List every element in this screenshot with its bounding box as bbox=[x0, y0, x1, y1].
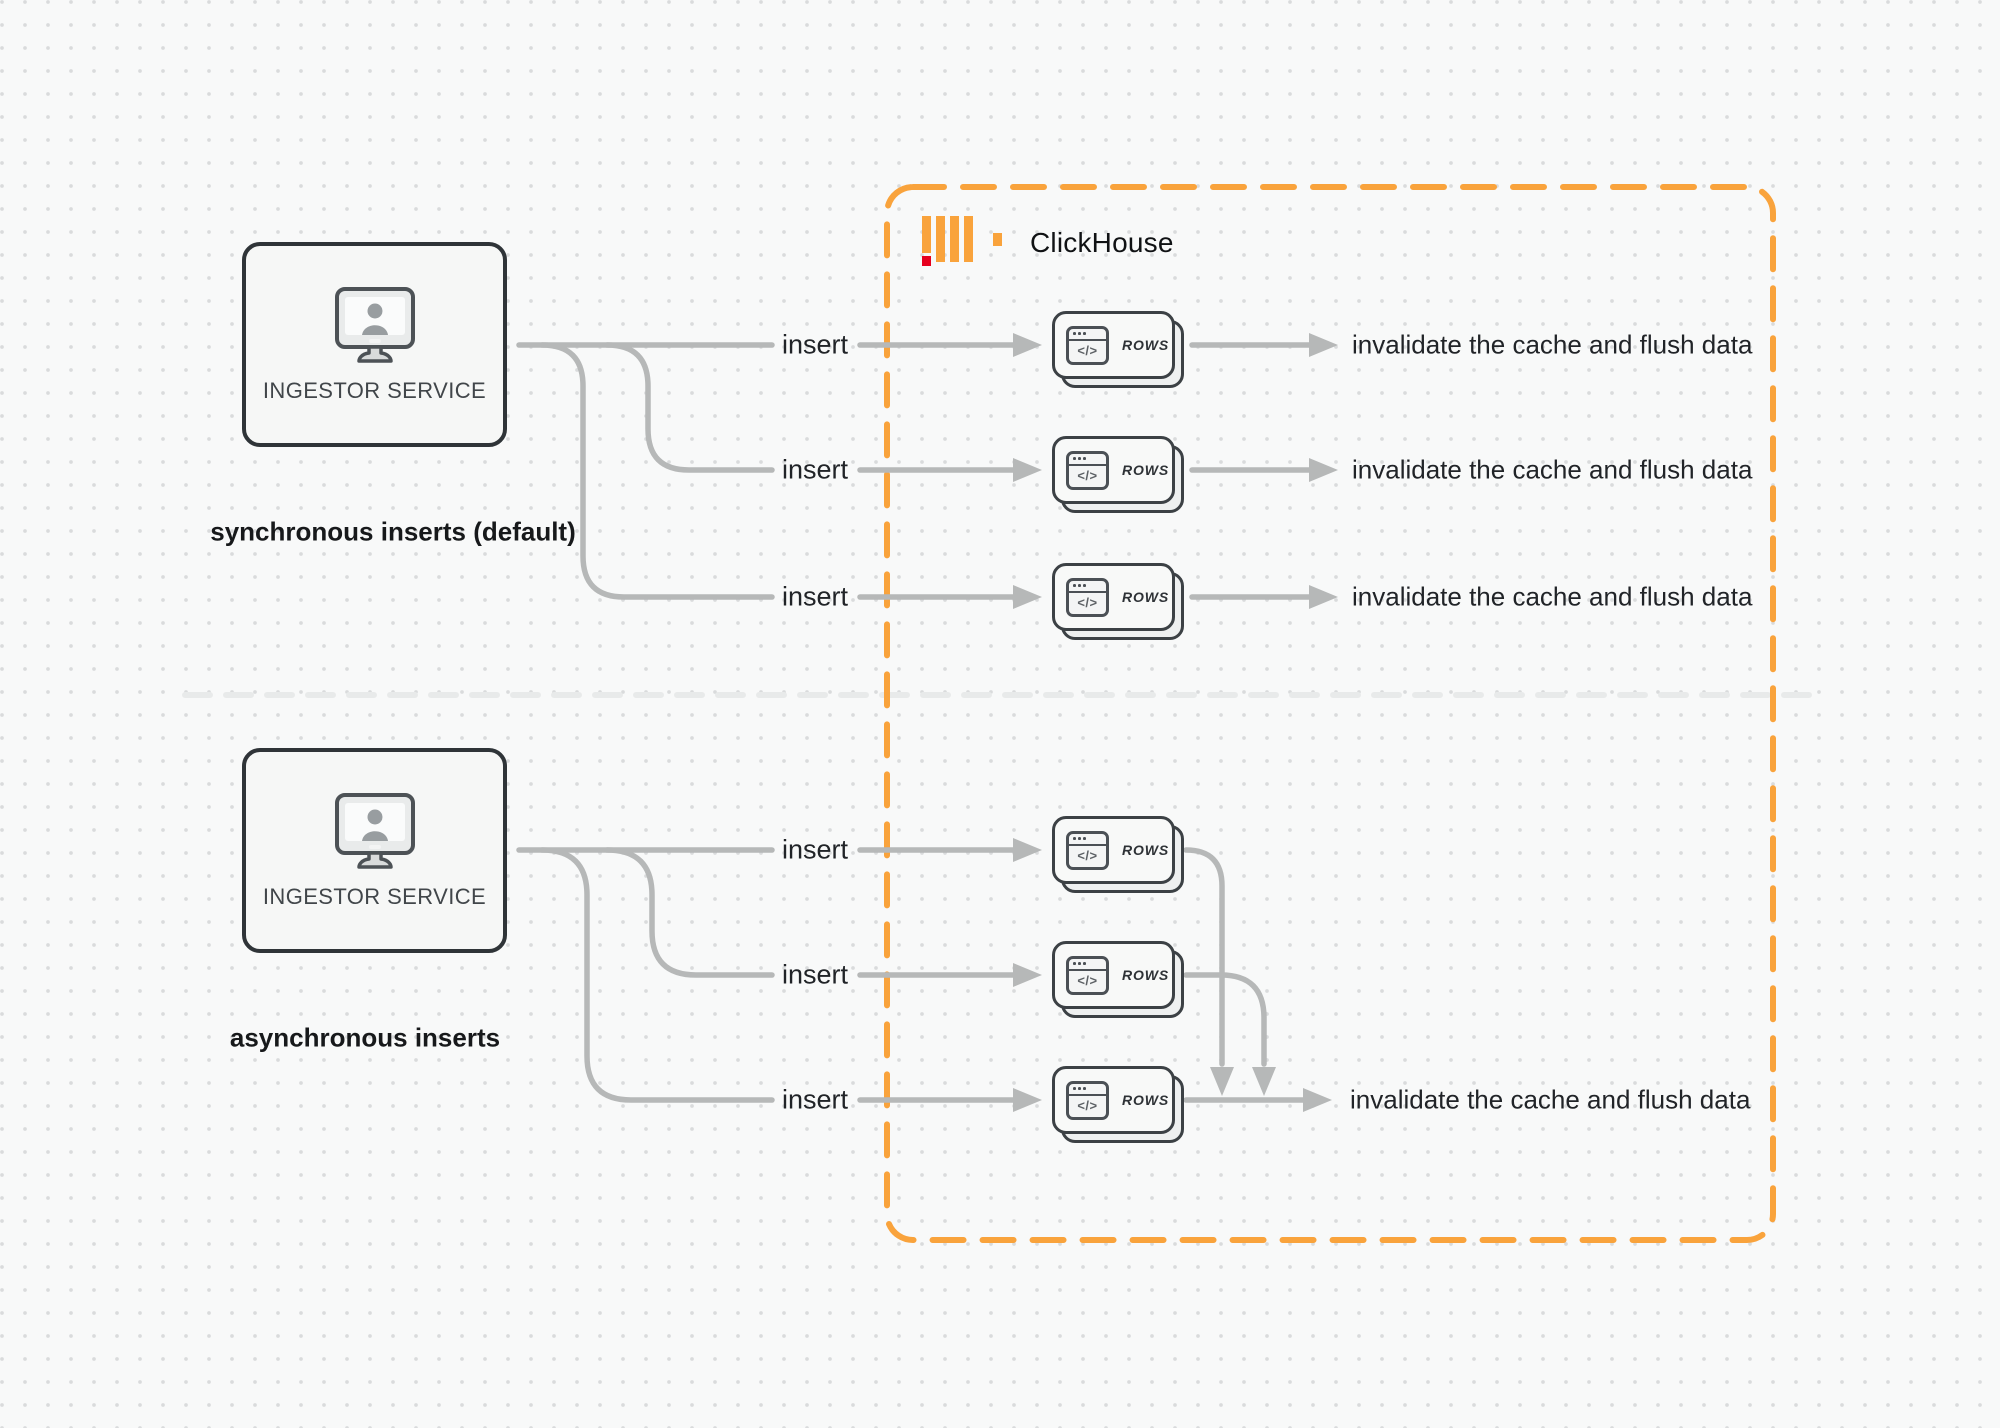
sync-branch-2 bbox=[604, 342, 775, 473]
rows-label: ROWS bbox=[1122, 462, 1170, 478]
arrowhead bbox=[1013, 333, 1042, 357]
clickhouse-label: ClickHouse bbox=[1030, 227, 1174, 258]
insert-label: insert bbox=[781, 834, 849, 865]
sync-caption: synchronous inserts (default) bbox=[210, 516, 576, 547]
sync-branch-3 bbox=[539, 342, 775, 600]
arrowhead bbox=[1013, 458, 1042, 482]
ingestor-service-label: INGESTOR SERVICE bbox=[262, 377, 487, 403]
arrowhead-down bbox=[1252, 1067, 1276, 1096]
card-front: </> ROWS bbox=[1052, 436, 1175, 504]
arrowhead bbox=[1013, 1088, 1042, 1112]
connector-lines bbox=[516, 342, 1313, 1103]
monitor-user-icon bbox=[334, 792, 415, 869]
arrowhead bbox=[1013, 963, 1042, 987]
arrowhead-down bbox=[1210, 1067, 1234, 1096]
card-front: </> ROWS bbox=[1052, 563, 1175, 631]
code-window-icon: </> bbox=[1066, 1080, 1109, 1120]
rows-label: ROWS bbox=[1122, 842, 1170, 858]
insert-label: insert bbox=[781, 581, 849, 612]
async-merge-line-1 bbox=[1183, 847, 1225, 1067]
monitor-user-icon bbox=[334, 286, 415, 363]
rows-card: </> ROWS bbox=[1052, 311, 1184, 388]
card-front: </> ROWS bbox=[1052, 941, 1175, 1009]
card-front: </> ROWS bbox=[1052, 311, 1175, 379]
clickhouse-logo-icon bbox=[922, 216, 1002, 266]
card-front: </> ROWS bbox=[1052, 816, 1175, 884]
rows-label: ROWS bbox=[1122, 967, 1170, 983]
rows-card: </> ROWS bbox=[1052, 941, 1184, 1018]
async-branch-3 bbox=[539, 847, 775, 1103]
code-glyph: </> bbox=[1077, 595, 1098, 611]
arrowhead bbox=[1013, 838, 1042, 862]
outcome-label: invalidate the cache and flush data bbox=[1352, 581, 1753, 612]
code-glyph: </> bbox=[1077, 973, 1098, 989]
insert-label: insert bbox=[781, 329, 849, 360]
async-ingestor-service-box: INGESTOR SERVICE bbox=[242, 748, 507, 953]
async-caption: asynchronous inserts bbox=[229, 1022, 501, 1053]
code-window-icon: </> bbox=[1066, 325, 1109, 365]
rows-label: ROWS bbox=[1122, 337, 1170, 353]
rows-card: </> ROWS bbox=[1052, 1066, 1184, 1143]
outcome-label: invalidate the cache and flush data bbox=[1352, 454, 1753, 485]
arrowhead bbox=[1309, 585, 1338, 609]
arrowhead bbox=[1309, 458, 1338, 482]
code-window-icon: </> bbox=[1066, 830, 1109, 870]
code-glyph: </> bbox=[1077, 848, 1098, 864]
rows-card: </> ROWS bbox=[1052, 563, 1184, 640]
insert-label: insert bbox=[781, 454, 849, 485]
insert-label: insert bbox=[781, 1084, 849, 1115]
arrowhead bbox=[1303, 1088, 1332, 1112]
code-window-icon: </> bbox=[1066, 577, 1109, 617]
outcome-label: invalidate the cache and flush data bbox=[1350, 1084, 1751, 1115]
arrowhead bbox=[1013, 585, 1042, 609]
code-glyph: </> bbox=[1077, 343, 1098, 359]
code-window-icon: </> bbox=[1066, 955, 1109, 995]
card-front: </> ROWS bbox=[1052, 1066, 1175, 1134]
rows-card: </> ROWS bbox=[1052, 436, 1184, 513]
sync-ingestor-service-box: INGESTOR SERVICE bbox=[242, 242, 507, 447]
insert-label: insert bbox=[781, 959, 849, 990]
ingestor-service-label: INGESTOR SERVICE bbox=[262, 883, 487, 909]
code-glyph: </> bbox=[1077, 468, 1098, 484]
outcome-label: invalidate the cache and flush data bbox=[1352, 329, 1753, 360]
rows-label: ROWS bbox=[1122, 589, 1170, 605]
rows-label: ROWS bbox=[1122, 1092, 1170, 1108]
rows-card: </> ROWS bbox=[1052, 816, 1184, 893]
async-merge-line-2 bbox=[1183, 972, 1267, 1067]
arrowhead bbox=[1309, 333, 1338, 357]
code-glyph: </> bbox=[1077, 1098, 1098, 1114]
code-window-icon: </> bbox=[1066, 450, 1109, 490]
async-branch-2 bbox=[604, 847, 775, 978]
